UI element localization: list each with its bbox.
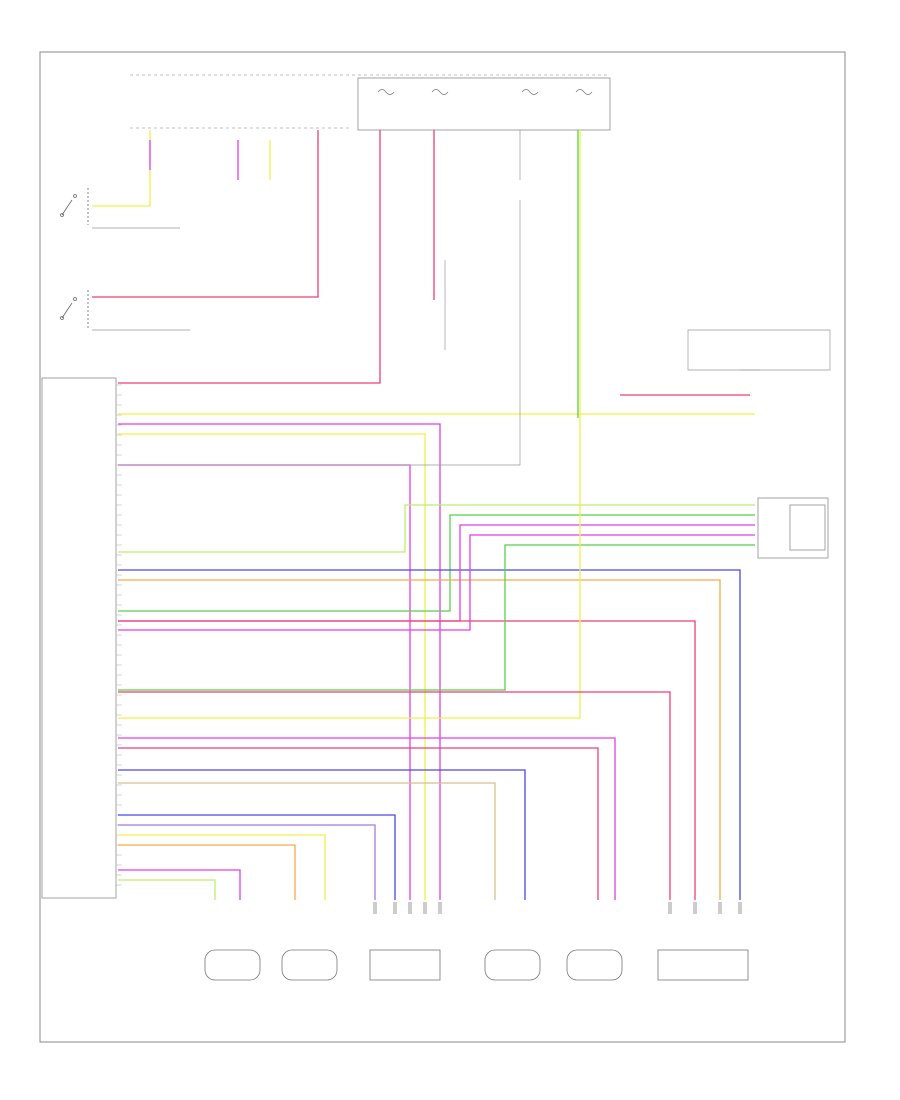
right-sensor-box [789,504,826,551]
wire-green-2 [118,514,755,612]
switch-1 [60,188,89,225]
wire-yellow-3 [118,834,326,900]
wire-magenta-4 [118,534,755,631]
wire-blue-3 [118,814,396,900]
wire-magenta-5 [118,737,616,900]
wire-magenta-6 [118,869,241,900]
wire-yellow-switch [92,130,151,207]
wire-green-3 [118,544,755,691]
wire-orange-1 [118,579,721,900]
wire-yellow-2 [118,433,426,900]
control-module-box [41,377,117,899]
fuse-symbols [377,89,593,95]
wire-orange-3 [118,844,296,900]
wire-pink-3 [118,691,671,900]
diagram-frame [39,51,846,1043]
connector-marks [373,902,742,914]
wire-pink-switch [92,130,319,298]
wire-pink-main [118,130,381,384]
wire-magenta-1 [118,423,441,900]
fuse-box [357,77,611,131]
wire-pink-2 [118,620,696,900]
wire-orange-2 [118,130,581,719]
wire-blue-1 [118,569,741,900]
right-connector-box [757,497,829,559]
switch-2 [60,290,89,330]
wire-pink-4 [118,747,599,900]
wire-tan-1 [118,782,496,900]
wire-magenta-3 [118,524,755,622]
wire-purple-1 [118,824,376,900]
wires [92,130,755,900]
wire-blue-2 [118,769,526,900]
bottom-sensors [204,949,749,981]
gray-wires [92,130,831,466]
module-pin-ticks [116,384,122,886]
wire-green-4 [118,879,216,900]
